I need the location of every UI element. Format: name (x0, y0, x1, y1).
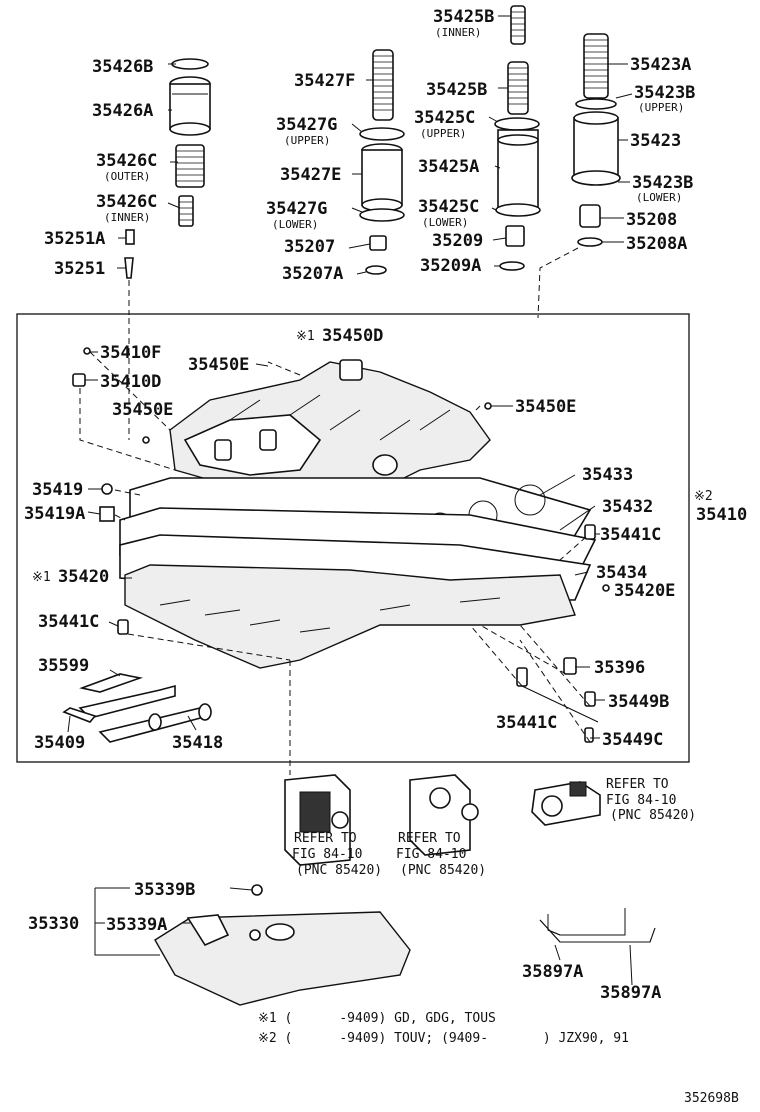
sub-upper: (UPPER) (638, 101, 684, 114)
accumulator-piston-group-c (537, 33, 621, 319)
valve-body-assembly-frame (16, 313, 690, 763)
label-35426C-outer: 35426C (96, 151, 157, 171)
refer-line-1: REFER TO (398, 831, 461, 846)
label-35419: 35419 (32, 480, 83, 500)
label-35420E: 35420E (614, 581, 675, 601)
refer-line-3: (PNC 85420) (296, 863, 382, 878)
label-35423A: 35423A (630, 55, 691, 75)
refer-line-2: FIG 84-10 (292, 847, 362, 862)
leader-lines (67, 15, 633, 739)
label-35426A: 35426A (92, 101, 153, 121)
label-35432: 35432 (602, 497, 653, 517)
footnote-1: ※1 ( -9409) GD, GDG, TOUS (258, 1011, 496, 1026)
mark-2: ※2 (694, 489, 713, 504)
label-35339A: 35339A (106, 915, 167, 935)
label-35449C: 35449C (602, 730, 663, 750)
label-35423B-upper: 35423B (634, 83, 695, 103)
label-35208A: 35208A (626, 234, 687, 254)
label-35897A-b: 35897A (600, 983, 661, 1003)
refer-block: REFER TO FIG 84-10 (PNC 85420) (292, 831, 382, 878)
label-35396: 35396 (594, 658, 645, 678)
label-35599: 35599 (38, 656, 89, 676)
label-35425B-top: 35425B (433, 7, 494, 27)
label-35410: 35410 (696, 505, 747, 525)
label-35449B: 35449B (608, 692, 669, 712)
label-35426B: 35426B (92, 57, 153, 77)
accumulator-piston-group-b (494, 5, 541, 271)
label-35427G-upper: 35427G (276, 115, 337, 135)
sub-outer: (OUTER) (104, 170, 150, 183)
solenoid-icon (409, 774, 479, 856)
label-35209: 35209 (432, 231, 483, 251)
solenoid-icon (284, 774, 351, 866)
label-35420: 35420 (58, 567, 109, 587)
label-35434: 35434 (596, 563, 647, 583)
label-35418: 35418 (172, 733, 223, 753)
pipe-icon (539, 908, 656, 986)
part-labels: 35426B 35426A 35426C (OUTER) 35426C (INN… (24, 7, 747, 1003)
label-35427E: 35427E (280, 165, 341, 185)
label-35425C-lower: 35425C (418, 197, 479, 217)
label-35207A: 35207A (282, 264, 343, 284)
refer-line-2: FIG 84-10 (606, 793, 676, 808)
label-35209A: 35209A (420, 256, 481, 276)
label-35339B: 35339B (134, 880, 195, 900)
label-35425B: 35425B (426, 80, 487, 100)
label-35423B-lower: 35423B (632, 173, 693, 193)
accumulator-piston-group-a (359, 49, 405, 275)
valve-body-assembly (62, 347, 610, 775)
label-35897A-a: 35897A (522, 962, 583, 982)
label-35410F: 35410F (100, 343, 161, 363)
label-35409: 35409 (34, 733, 85, 753)
label-35425A: 35425A (418, 157, 479, 177)
sub-inner: (INNER) (104, 211, 150, 224)
sub-upper: (UPPER) (284, 134, 330, 147)
sub-lower: (LOWER) (272, 218, 318, 231)
label-35251A: 35251A (44, 229, 105, 249)
figure-id: 352698B (684, 1091, 739, 1106)
filter-group (124, 58, 211, 440)
label-35251: 35251 (54, 259, 105, 279)
label-35208: 35208 (626, 210, 677, 230)
oil-pan-group (94, 884, 411, 1006)
sub-inner: (INNER) (435, 26, 481, 39)
label-35441C-b: 35441C (38, 612, 99, 632)
sub-upper: (UPPER) (420, 127, 466, 140)
solenoid-icon (531, 781, 601, 826)
refer-line-2: FIG 84-10 (396, 847, 466, 862)
label-35207: 35207 (284, 237, 335, 257)
label-35330: 35330 (28, 914, 79, 934)
label-35450D: 35450D (322, 326, 383, 346)
refer-block: REFER TO FIG 84-10 (PNC 85420) (396, 831, 486, 878)
refer-line-3: (PNC 85420) (610, 808, 696, 823)
mark-1: ※1 (32, 570, 51, 585)
mark-1: ※1 (296, 329, 315, 344)
label-35441C-a: 35441C (600, 525, 661, 545)
label-35423: 35423 (630, 131, 681, 151)
refer-line-1: REFER TO (606, 777, 669, 792)
label-35410D: 35410D (100, 372, 161, 392)
label-35425C-upper: 35425C (414, 108, 475, 128)
outer-spring-icon (175, 144, 205, 188)
label-35450E-a: 35450E (188, 355, 249, 375)
sub-lower: (LOWER) (422, 216, 468, 229)
label-35433: 35433 (582, 465, 633, 485)
refer-line-1: REFER TO (294, 831, 357, 846)
label-35427G-lower: 35427G (266, 199, 327, 219)
label-35427F: 35427F (294, 71, 355, 91)
label-35450E-c: 35450E (515, 397, 576, 417)
label-35426C-inner: 35426C (96, 192, 157, 212)
refer-block: REFER TO FIG 84-10 (PNC 85420) (606, 777, 696, 823)
inner-spring-icon (178, 195, 194, 227)
label-35450E-b: 35450E (112, 400, 173, 420)
refer-line-3: (PNC 85420) (400, 863, 486, 878)
label-35441C-c: 35441C (496, 713, 557, 733)
footnote-2: ※2 ( -9409) TOUV; (9409- ) JZX90, 91 (258, 1031, 629, 1046)
label-35419A: 35419A (24, 504, 85, 524)
sub-lower: (LOWER) (636, 191, 682, 204)
